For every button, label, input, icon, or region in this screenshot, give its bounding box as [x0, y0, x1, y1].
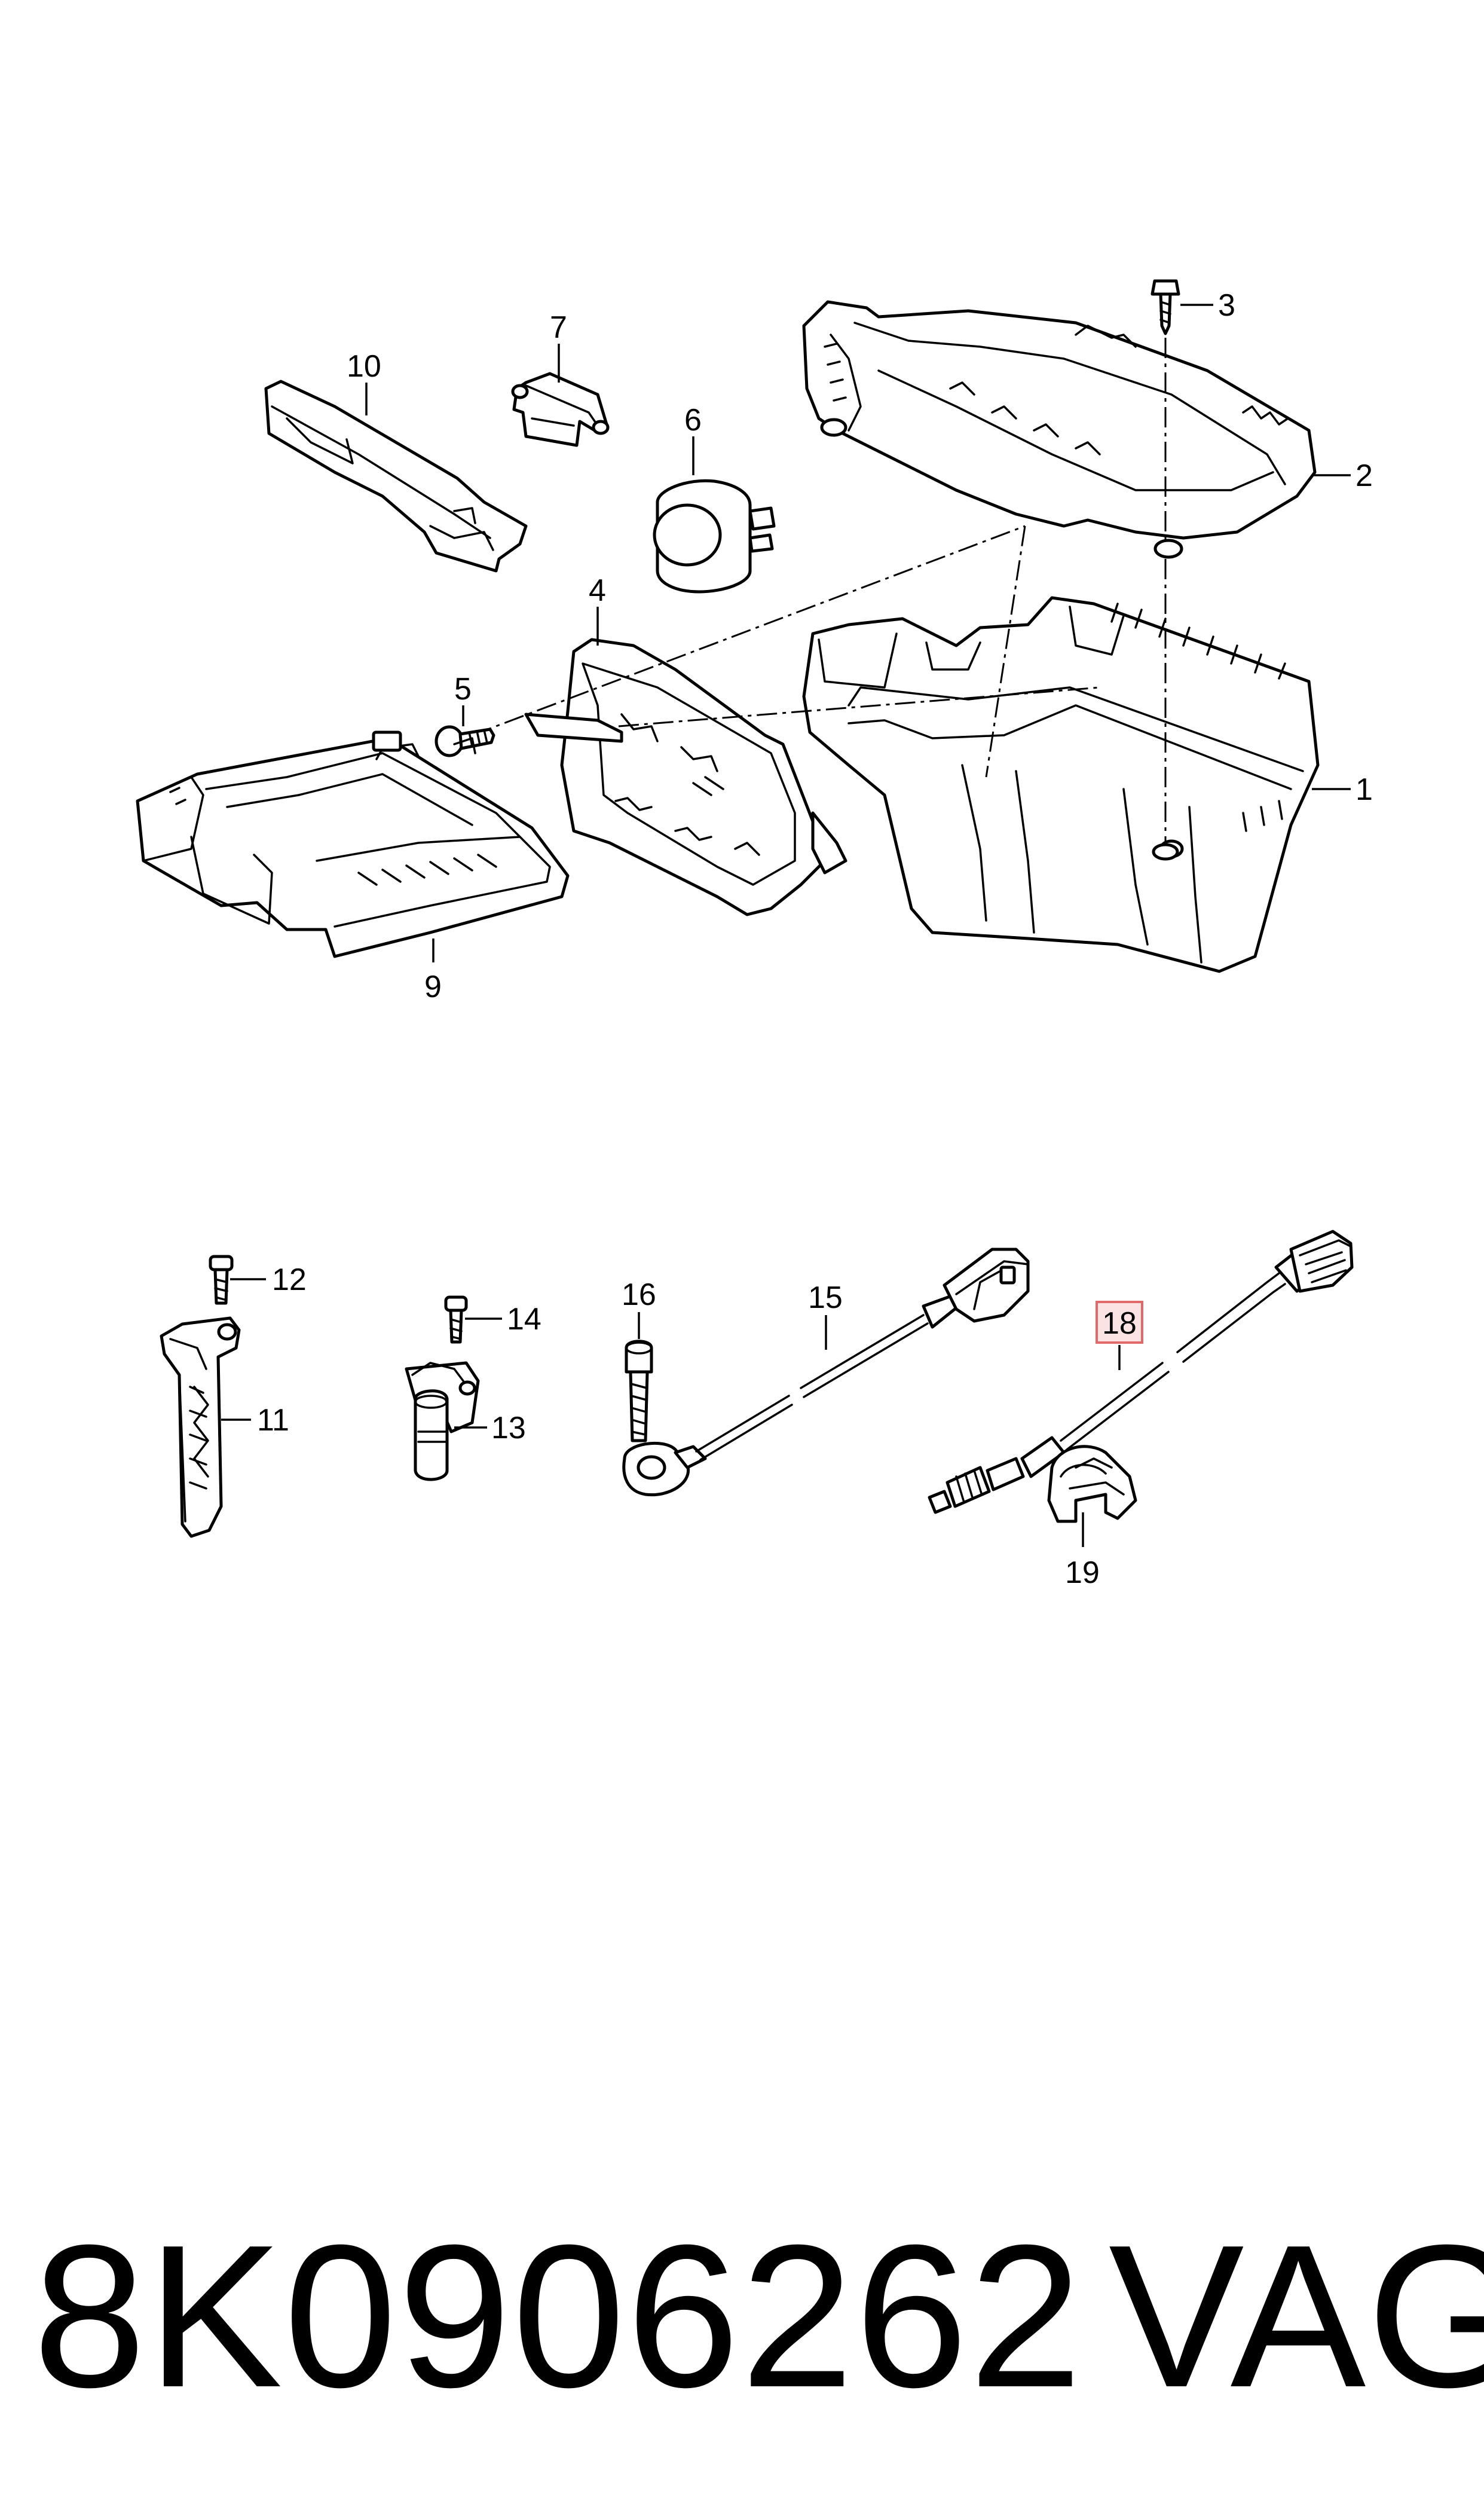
- callout-7[interactable]: 7: [550, 310, 567, 345]
- part-11-sensor-bracket: [160, 1316, 241, 1538]
- callout-18[interactable]: 18: [1102, 1306, 1137, 1341]
- part-number-label: 8K0906262: [33, 2203, 1084, 2430]
- part-2-housing-cover: [802, 300, 1317, 559]
- callout-5[interactable]: 5: [454, 672, 472, 707]
- callout-19[interactable]: 19: [1065, 1555, 1100, 1590]
- part-3-screw: [1151, 279, 1180, 335]
- part-4-bracket-frame: [524, 638, 847, 916]
- brand-label: VAG: [1109, 2203, 1484, 2430]
- callout-2[interactable]: 2: [1356, 458, 1373, 493]
- housing-boss: [1152, 843, 1179, 861]
- callout-18-highlight: [1096, 1301, 1143, 1344]
- part-18-lambda-probe: [928, 1230, 1354, 1514]
- callout-4[interactable]: 4: [589, 573, 606, 608]
- assembly-axis-5: [472, 525, 1026, 736]
- part-5-screw: [435, 725, 495, 757]
- callout-9[interactable]: 9: [424, 970, 442, 1004]
- part-10-bracket-arm: [264, 380, 528, 573]
- assembly-axis-1b: [618, 686, 1100, 727]
- callout-14[interactable]: 14: [507, 1302, 541, 1337]
- part-6-relay: [653, 479, 776, 594]
- part-1-housing-lower: [802, 596, 1320, 973]
- callout-3[interactable]: 3: [1218, 288, 1235, 323]
- part-9-control-unit: [136, 730, 570, 958]
- callout-13[interactable]: 13: [491, 1411, 526, 1445]
- part-16-bolt: [625, 1340, 653, 1442]
- part-13-speed-sensor: [405, 1361, 480, 1481]
- part-19-clip: [1047, 1445, 1137, 1523]
- callout-10[interactable]: 10: [347, 349, 381, 384]
- callout-12[interactable]: 12: [272, 1262, 307, 1297]
- callout-6[interactable]: 6: [684, 403, 702, 438]
- callout-11[interactable]: 11: [257, 1403, 289, 1438]
- part-7-clip: [511, 372, 610, 447]
- part-14-screw: [444, 1295, 468, 1344]
- assembly-axis-1: [985, 525, 1026, 778]
- part-15-knock-sensor: [622, 1248, 1030, 1497]
- callout-15[interactable]: 15: [808, 1280, 843, 1315]
- part-12-screw: [209, 1255, 234, 1305]
- callout-1[interactable]: 1: [1356, 772, 1373, 807]
- callout-16[interactable]: 16: [622, 1277, 656, 1312]
- callouts: 1 2 3 4 5 6 7 9 10 11 12 13 14 15 16 18 …: [257, 288, 1373, 1590]
- leader-lines: [221, 304, 1351, 1547]
